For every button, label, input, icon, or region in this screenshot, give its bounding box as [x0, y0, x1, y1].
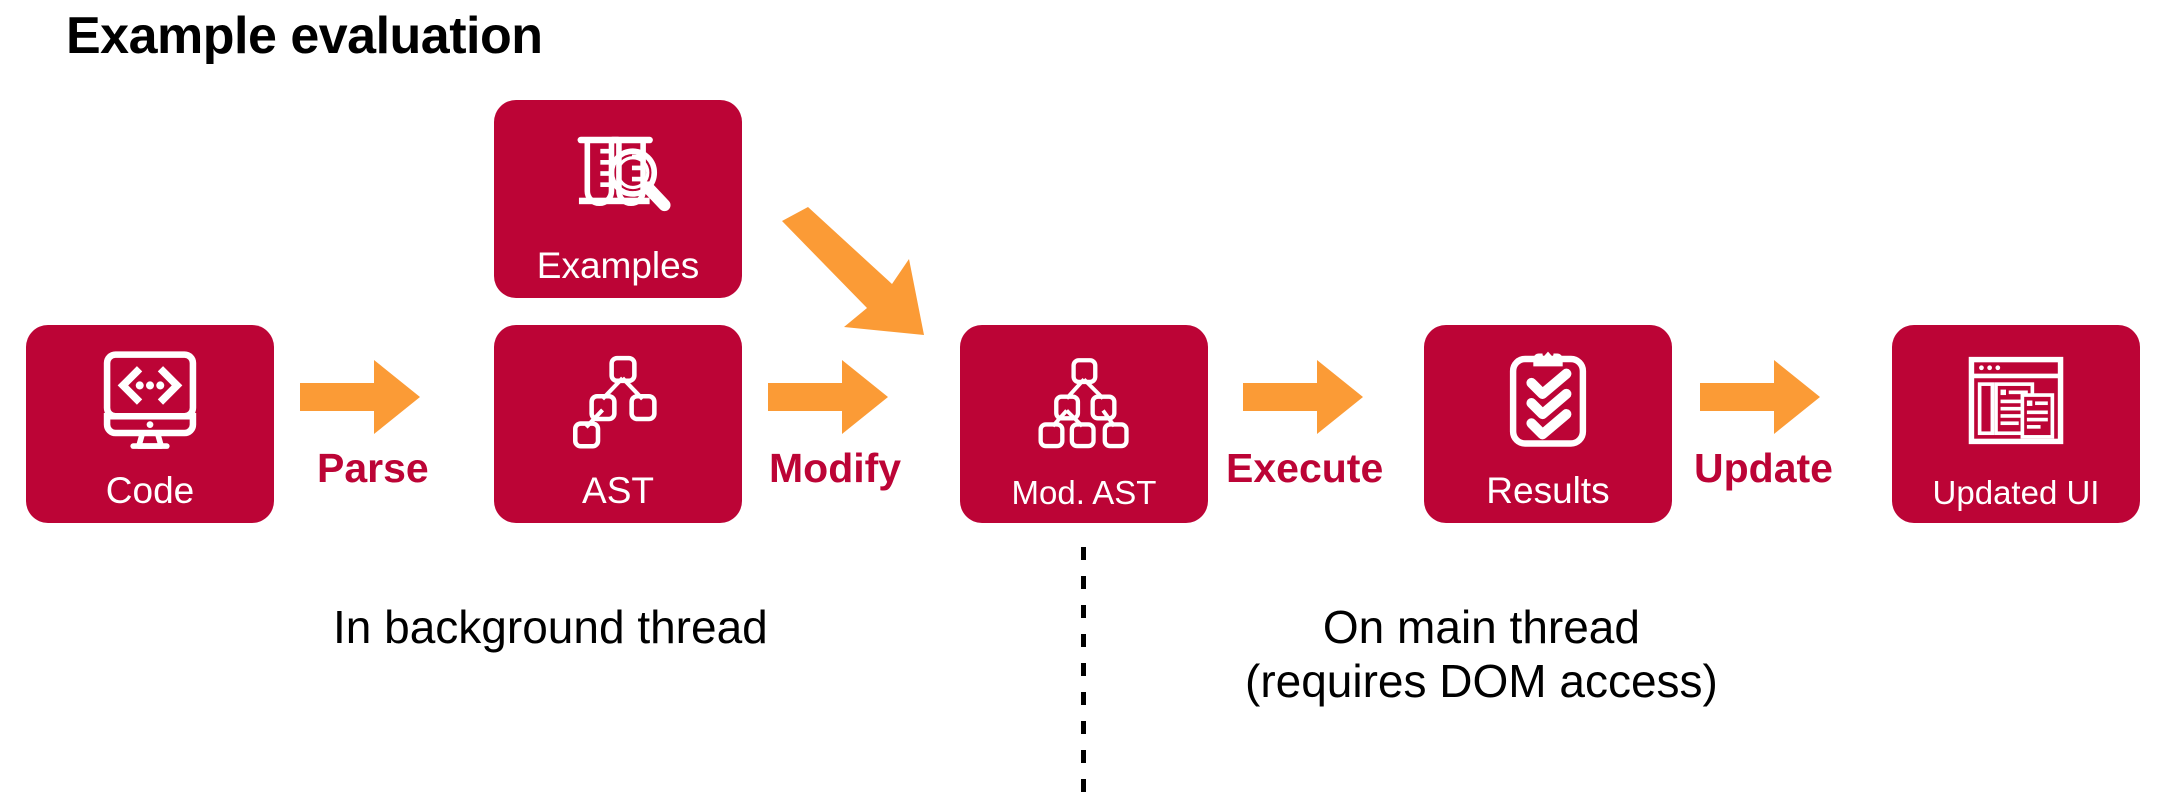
- note-main-thread: On main thread (requires DOM access): [1245, 600, 1718, 709]
- arrow-parse-icon: [300, 358, 420, 436]
- thread-divider: [1081, 547, 1086, 805]
- card-label: Updated UI: [1932, 474, 2100, 511]
- arrow-label-parse: Parse: [317, 445, 429, 491]
- arrow-modify-icon: [768, 358, 888, 436]
- card-mod-ast: Mod. AST: [960, 325, 1208, 523]
- card-ast: AST: [494, 325, 742, 523]
- test-tubes-magnifier-icon: [494, 100, 742, 247]
- card-label: Mod. AST: [1011, 474, 1157, 511]
- arrow-label-update: Update: [1694, 445, 1833, 491]
- arrow-inject-examples-icon: [778, 207, 938, 342]
- note-background-thread: In background thread: [333, 601, 768, 653]
- card-label: Examples: [536, 245, 700, 286]
- card-label: Results: [1486, 470, 1610, 511]
- tree-full-icon: [960, 325, 1208, 476]
- card-label: Code: [105, 470, 195, 511]
- card-label: AST: [582, 470, 654, 511]
- card-examples: Examples: [494, 100, 742, 298]
- card-updated-ui: Updated UI: [1892, 325, 2140, 523]
- page-title: Example evaluation: [66, 7, 543, 65]
- arrow-update-icon: [1700, 358, 1820, 436]
- note-main-thread-line1: On main thread: [1322, 601, 1640, 653]
- browser-window-icon: [1892, 325, 2140, 476]
- card-results: Results: [1424, 325, 1672, 523]
- arrow-execute-icon: [1243, 358, 1363, 436]
- arrow-label-modify: Modify: [769, 445, 902, 491]
- arrow-label-execute: Execute: [1226, 445, 1384, 491]
- clipboard-checks-icon: [1424, 325, 1672, 472]
- card-code: Code: [26, 325, 274, 523]
- tree-small-icon: [494, 325, 742, 472]
- note-main-thread-line2: (requires DOM access): [1245, 655, 1718, 708]
- monitor-code-icon: [26, 325, 274, 472]
